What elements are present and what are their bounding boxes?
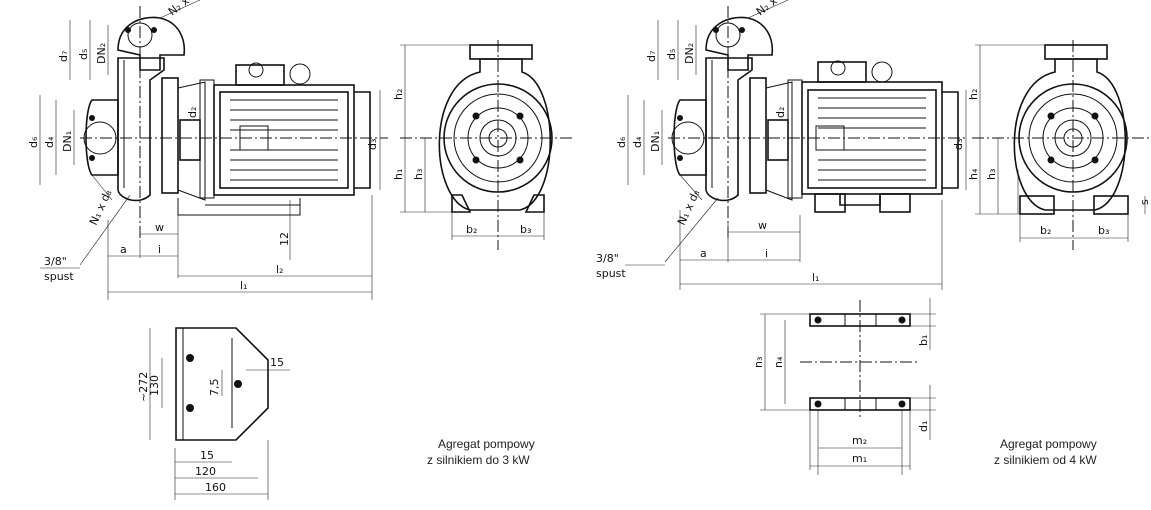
label-b3: b₃ (520, 223, 531, 236)
left-caption-line1: Agregat pompowy (438, 437, 535, 451)
label-r-h2: h₂ (967, 89, 980, 100)
label-130: 130 (148, 375, 161, 396)
label-l1: l₁ (240, 279, 247, 292)
label-w: w (155, 221, 164, 234)
label-r-drain-size: 3/8" (596, 252, 619, 265)
label-dn2: DN₂ (95, 43, 108, 64)
label-d2: d₂ (186, 107, 199, 118)
label-r-d5: d₅ (665, 49, 678, 60)
label-d5: d₅ (77, 49, 90, 60)
label-r-h3: h₃ (985, 169, 998, 180)
label-d7: d₇ (57, 51, 70, 62)
label-r-d4: d₄ (631, 136, 644, 148)
label-r-d7: d₇ (645, 51, 658, 62)
label-r-s: s (1138, 199, 1151, 205)
label-r-n2xd8: N₂ x d₈ (754, 0, 792, 18)
label-h3: h₃ (412, 169, 425, 180)
label-d6: d₆ (27, 136, 40, 148)
right-front-view (972, 40, 1150, 250)
label-n3: n₃ (752, 357, 765, 368)
label-272: ~272 (137, 372, 150, 402)
label-b2: b₂ (466, 223, 477, 236)
label-120: 120 (195, 465, 216, 478)
label-r-b2: b₂ (1040, 224, 1051, 237)
label-a: a (120, 243, 127, 256)
label-n4: n₄ (772, 356, 785, 368)
label-h1: h₁ (392, 169, 405, 180)
label-r-drain: spust (596, 267, 626, 280)
left-front-view (400, 40, 575, 250)
right-base-detail (760, 298, 936, 475)
label-r-i: i (765, 247, 768, 260)
right-caption-line1: Agregat pompowy (1000, 437, 1097, 451)
label-r-h4: h₄ (967, 168, 980, 180)
label-r-d2: d₂ (774, 107, 787, 118)
label-r-w: w (758, 219, 767, 232)
left-caption-line2: z silnikiem do 3 kW (427, 453, 530, 467)
label-drain-size: 3/8" (44, 255, 67, 268)
label-dn1: DN₁ (61, 131, 74, 152)
label-160: 160 (205, 481, 226, 494)
label-r-dn2: DN₂ (683, 43, 696, 64)
label-n2xd8: N₂ x d₈ (166, 0, 204, 18)
label-7-5: 7,5 (208, 379, 221, 397)
label-i: i (158, 243, 161, 256)
label-r-a: a (700, 247, 707, 260)
label-n1xd8: N₁ x d₈ (87, 187, 115, 227)
label-12: 12 (278, 232, 291, 246)
label-h2: h₂ (392, 89, 405, 100)
label-d3: d₃ (366, 139, 379, 150)
label-15-bottom: 15 (200, 449, 214, 462)
label-r-b3: b₃ (1098, 224, 1109, 237)
right-side-view (625, 0, 968, 290)
label-r-dn1: DN₁ (649, 131, 662, 152)
label-d1: d₁ (917, 421, 930, 432)
left-foot-detail (149, 327, 290, 500)
label-m1: m₁ (852, 452, 867, 465)
label-b1: b₁ (917, 335, 930, 346)
right-caption-line2: z silnikiem od 4 kW (994, 453, 1097, 467)
label-drain: spust (44, 270, 74, 283)
left-side-view (39, 0, 388, 300)
label-15-side: 15 (270, 356, 284, 369)
label-r-d6: d₆ (615, 136, 628, 148)
label-r-d3: d₃ (952, 139, 965, 150)
label-m2: m₂ (852, 434, 867, 447)
label-d4: d₄ (43, 136, 56, 148)
label-r-l1: l₁ (812, 271, 819, 284)
label-l2: l₂ (276, 263, 283, 276)
